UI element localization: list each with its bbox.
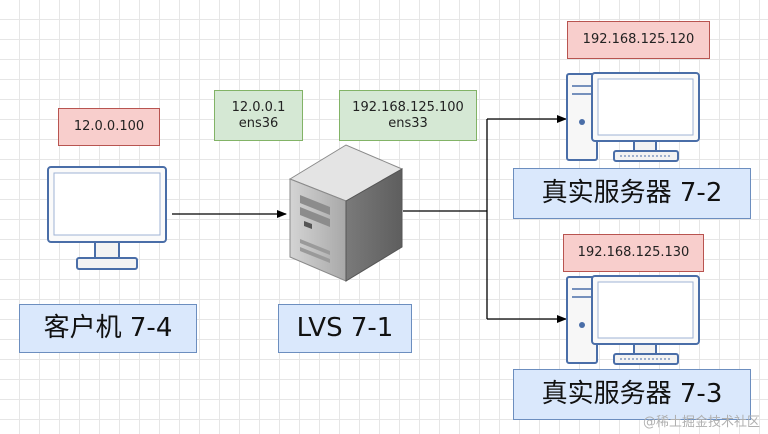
lvs-left-nic-name: ens36: [238, 115, 279, 131]
watermark: @稀土掘金技术社区: [642, 415, 760, 430]
server-a-ip-text: 192.168.125.120: [582, 32, 695, 48]
server-b-label-text: 真实服务器 7-3: [541, 378, 723, 409]
server-b-ip-text: 192.168.125.130: [577, 245, 690, 261]
lvs-left-nic-ip: 12.0.0.1: [231, 99, 286, 115]
lvs-right-nic-name: ens33: [388, 115, 428, 131]
lvs-right-nic-box: 192.168.125.100 ens33: [339, 90, 477, 141]
server-a-computer-icon: [566, 72, 700, 162]
client-label-box: 客户机 7-4: [19, 304, 197, 353]
lvs-server-tower-icon: [288, 144, 404, 282]
client-label-text: 客户机 7-4: [43, 312, 173, 343]
server-a-ip-box: 192.168.125.120: [567, 21, 710, 59]
server-b-ip-box: 192.168.125.130: [563, 234, 704, 272]
lvs-right-nic-ip: 192.168.125.100: [352, 99, 464, 115]
client-ip-text: 12.0.0.100: [73, 119, 145, 135]
server-a-label-text: 真实服务器 7-2: [541, 177, 723, 208]
lvs-label-text: LVS 7-1: [296, 312, 394, 343]
server-b-computer-icon: [566, 275, 700, 365]
client-ip-box: 12.0.0.100: [58, 108, 160, 146]
server-b-label-box: 真实服务器 7-3: [513, 369, 751, 420]
lvs-label-box: LVS 7-1: [278, 304, 412, 353]
lvs-left-nic-box: 12.0.0.1 ens36: [214, 90, 303, 141]
client-monitor-icon: [47, 166, 167, 270]
server-a-label-box: 真实服务器 7-2: [513, 168, 751, 219]
